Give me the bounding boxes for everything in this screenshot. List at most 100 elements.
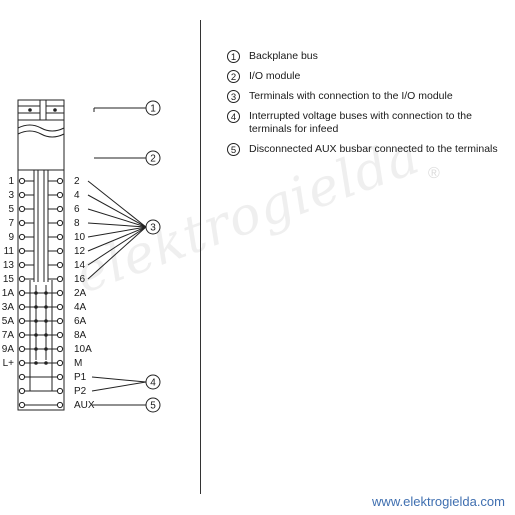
terminal-left — [18, 317, 26, 325]
terminal-label-right: 10 — [74, 232, 86, 243]
registered-mark-icon: ® — [428, 165, 440, 182]
terminal-label-left: 7A — [2, 330, 15, 341]
terminal-label-left: 15 — [3, 274, 15, 285]
legend-text: Backplane bus — [249, 50, 318, 62]
terminal-label-left: 3 — [8, 190, 14, 201]
terminal-label-left: 9 — [8, 232, 14, 243]
leader-line — [87, 226, 147, 280]
legend-number: 2 — [227, 70, 240, 83]
terminal-right — [56, 331, 64, 339]
callout-number: 5 — [150, 401, 156, 412]
terminal-label-left: 5A — [2, 316, 15, 327]
terminal-label-left: 11 — [4, 246, 15, 257]
leader-line — [87, 180, 147, 228]
terminal-label-right: 14 — [74, 260, 86, 271]
terminal-right — [56, 177, 64, 185]
legend-text: Interrupted voltage buses with connectio… — [249, 110, 472, 135]
terminal-right — [56, 359, 64, 367]
legend-text: Terminals with connection to the I/O mod… — [249, 90, 453, 102]
terminal-label-left: 13 — [3, 260, 15, 271]
terminal-left — [18, 345, 26, 353]
terminal-right — [56, 233, 64, 241]
bus-terminal-left — [18, 387, 26, 395]
legend-text: I/O module — [249, 70, 301, 82]
terminal-label-left: 3A — [2, 302, 15, 313]
legend-number: 5 — [227, 143, 240, 156]
bus-terminal-right — [56, 387, 64, 395]
legend-number: 4 — [227, 110, 240, 123]
terminal-label-right: M — [74, 358, 82, 369]
terminal-left — [18, 331, 26, 339]
terminal-left — [18, 303, 26, 311]
terminal-label-right: 4A — [74, 302, 87, 313]
bus-terminal-label: P2 — [74, 386, 87, 397]
terminal-right — [56, 219, 64, 227]
legend-number: 1 — [227, 50, 240, 63]
terminal-label-right: 10A — [74, 344, 92, 355]
terminal-right — [56, 317, 64, 325]
bus-terminal-label: AUX — [74, 400, 95, 411]
terminal-left — [18, 261, 26, 269]
terminal-left — [18, 247, 26, 255]
website-link[interactable]: www.elektrogielda.com — [372, 494, 505, 509]
terminal-right — [56, 303, 64, 311]
terminal-label-right: 2 — [74, 176, 80, 187]
terminal-left — [18, 233, 26, 241]
callout-number: 1 — [150, 104, 156, 115]
break-line — [17, 124, 65, 132]
terminal-label-left: 7 — [8, 218, 14, 229]
bus-terminal-label: P1 — [74, 372, 87, 383]
backplane-contact — [28, 108, 32, 112]
terminal-label-left: 5 — [8, 204, 14, 215]
legend-item-aux-busbar: 5 Disconnected AUX busbar connected to t… — [227, 143, 515, 156]
terminal-right — [56, 205, 64, 213]
terminal-right — [56, 345, 64, 353]
terminal-right — [56, 289, 64, 297]
terminal-label-right: 2A — [74, 288, 87, 299]
leader-line — [91, 376, 147, 383]
terminal-label-left: 1A — [2, 288, 15, 299]
legend-item-voltage-buses: 4 Interrupted voltage buses with connect… — [227, 110, 499, 136]
backplane-contact — [53, 108, 57, 112]
bus-terminal-left — [18, 401, 26, 409]
terminal-right — [56, 275, 64, 283]
terminal-block-outline — [17, 170, 65, 411]
terminal-label-right: 8A — [74, 330, 87, 341]
vertical-divider — [200, 20, 201, 494]
terminal-right — [56, 261, 64, 269]
backplane-connector — [39, 99, 47, 121]
terminal-label-right: 12 — [74, 246, 86, 257]
bus-junction — [44, 361, 48, 365]
break-line — [17, 130, 65, 138]
bus-terminal-right — [56, 373, 64, 381]
legend-item-io-module: 2 I/O module — [227, 70, 515, 83]
leader-line — [87, 226, 147, 252]
terminal-label-right: 8 — [74, 218, 80, 229]
leader-line — [91, 381, 147, 392]
terminal-right — [56, 247, 64, 255]
bus-junction — [34, 361, 38, 365]
leader-line — [87, 226, 147, 238]
legend-item-backplane-bus: 1 Backplane bus — [227, 50, 515, 63]
terminal-left — [18, 191, 26, 199]
legend: 1 Backplane bus 2 I/O module 3 Terminals… — [227, 50, 515, 156]
leader-line — [87, 226, 147, 266]
terminal-left — [18, 289, 26, 297]
terminal-label-left: 9A — [2, 344, 15, 355]
terminal-left — [18, 219, 26, 227]
terminal-left — [18, 177, 26, 185]
terminal-right — [56, 191, 64, 199]
terminal-left — [18, 275, 26, 283]
terminal-label-left: 1 — [8, 176, 14, 187]
bus-terminal-left — [18, 373, 26, 381]
legend-number: 3 — [227, 90, 240, 103]
terminal-left — [18, 205, 26, 213]
callout-number: 3 — [150, 223, 156, 234]
leader-line — [87, 208, 147, 228]
terminal-left — [18, 359, 26, 367]
callout-number: 4 — [150, 378, 156, 389]
terminal-label-left: L+ — [3, 358, 15, 369]
terminal-label-right: 4 — [74, 190, 80, 201]
terminal-label-right: 6 — [74, 204, 80, 215]
